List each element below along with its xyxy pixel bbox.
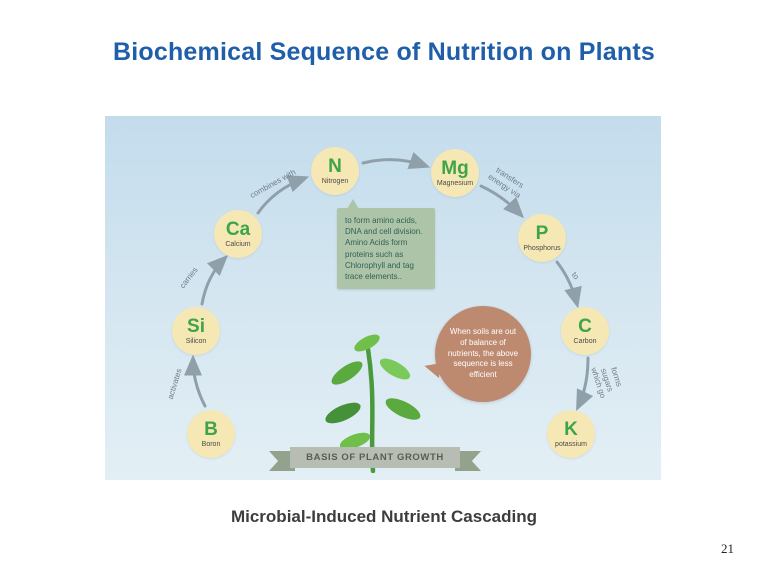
ribbon-tail-right (455, 451, 481, 471)
ribbon-tail-left (269, 451, 295, 471)
nitrogen-note: to form amino acids, DNA and cell divisi… (337, 199, 435, 290)
arrow-si-to-ca (200, 254, 229, 306)
element-symbol: Si (187, 316, 205, 337)
element-carbon: C Carbon (561, 307, 609, 355)
arrow-n-to-mg (361, 152, 431, 169)
element-symbol: Ca (225, 219, 251, 240)
soil-balance-note-text: When soils are out of balance of nutrien… (447, 327, 519, 380)
element-boron: B Boron (187, 410, 235, 458)
arrow-mg-to-p (479, 184, 525, 219)
ribbon-basis-of-plant-growth: BASIS OF PLANT GROWTH (290, 447, 460, 468)
flow-arrows (184, 152, 594, 412)
element-symbol: P (535, 223, 549, 244)
soil-balance-note: When soils are out of balance of nutrien… (423, 306, 531, 402)
element-symbol: B (204, 419, 218, 440)
page-number: 21 (721, 541, 734, 556)
element-name: Carbon (573, 338, 597, 345)
arrow-p-to-c (555, 260, 582, 309)
element-potassium: K potassium (547, 410, 595, 458)
slide-title: Biochemical Sequence of Nutrition on Pla… (112, 38, 655, 66)
slide-caption: Microbial-Induced Nutrient Cascading (230, 507, 538, 526)
nutrition-cycle-diagram: N Nitrogen Mg Magnesium Ca Calcium P Pho… (105, 116, 661, 480)
element-name: Silicon (185, 338, 207, 345)
element-name: Magnesium (436, 180, 474, 187)
plant-leaves (325, 334, 421, 450)
nitrogen-note-text: to form amino acids, DNA and cell divisi… (345, 216, 423, 281)
element-silicon: Si Silicon (172, 307, 220, 355)
element-name: Boron (201, 441, 221, 448)
element-symbol: C (578, 316, 592, 337)
element-symbol: N (328, 156, 342, 177)
element-name: Phosphorus (523, 245, 561, 252)
arrow-c-to-k (576, 356, 594, 412)
plant-illustration (325, 334, 421, 473)
nitrogen-note-pointer (347, 199, 359, 209)
element-magnesium: Mg Magnesium (431, 149, 479, 197)
element-nitrogen: N Nitrogen (311, 147, 359, 195)
element-phosphorus: P Phosphorus (518, 214, 566, 262)
element-symbol: Mg (441, 158, 469, 179)
arrow-b-to-si (184, 354, 207, 408)
element-name: Nitrogen (321, 178, 349, 185)
element-calcium: Ca Calcium (214, 210, 262, 258)
element-symbol: K (564, 419, 578, 440)
arrow-ca-to-n (256, 175, 310, 215)
element-name: Calcium (225, 241, 251, 248)
element-name: potassium (555, 441, 587, 448)
